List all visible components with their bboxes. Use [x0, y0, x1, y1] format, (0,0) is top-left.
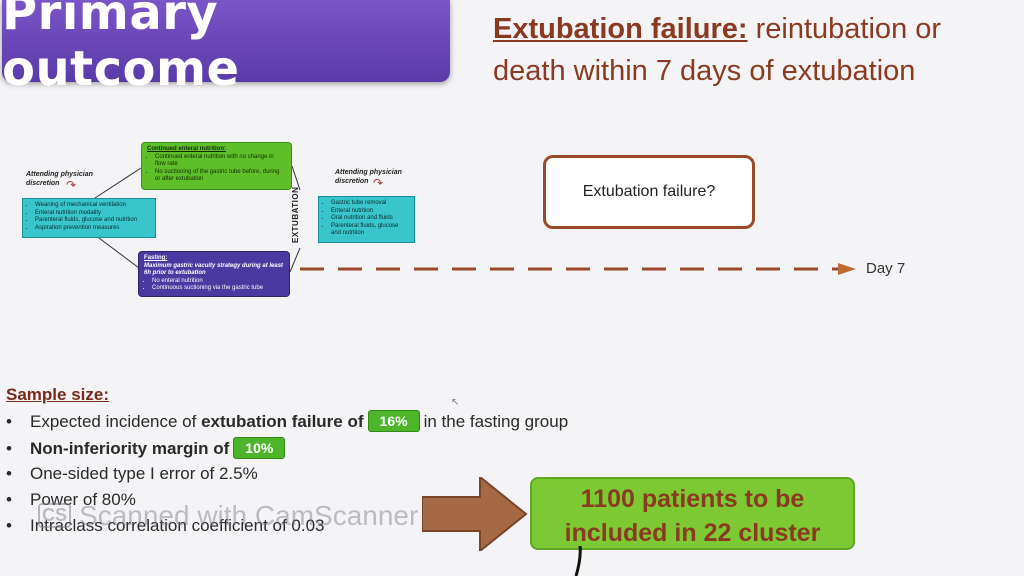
- green-box-item: No suctioning of the gastric tube before…: [155, 169, 286, 184]
- green-box-item: Continued enteral nutrition with no chan…: [155, 154, 286, 169]
- slide-title: Primary outcome: [2, 0, 240, 97]
- curved-arrow-icon: ↷: [66, 178, 77, 192]
- result-line1: 1100 patients to be: [580, 485, 805, 513]
- green-box-head: Continued enteral nutrition:: [147, 146, 226, 152]
- right-box-item: Parenteral fluids, glucose and nutrition: [331, 223, 410, 238]
- day-7-label: Day 7: [866, 260, 906, 277]
- incidence-badge: 16%: [367, 410, 420, 432]
- b5-text: Intraclass correlation coefficient of 0.…: [30, 516, 325, 535]
- definition-term: Extubation failure:: [493, 13, 748, 45]
- b3-text: One-sided type I error of 2.5%: [30, 464, 258, 483]
- sample-size-heading: Sample size:: [6, 385, 109, 404]
- failure-question: Extubation failure?: [582, 183, 716, 200]
- right-box-item: Enteral nutrition: [331, 208, 410, 216]
- pointer-stick: [574, 546, 582, 576]
- bullet-icc: •Intraclass correlation coefficient of 0…: [6, 516, 325, 535]
- definition-line2: death within 7 days of extubation: [493, 55, 916, 87]
- purple-box-item: Continuous suctioning via the gastric tu…: [152, 285, 284, 293]
- left-box-item: Aspiration prevention measures: [35, 225, 151, 233]
- b1-post: in the fasting group: [423, 412, 569, 431]
- attending-right-label: Attending physician discretion: [335, 169, 402, 185]
- outcome-definition: Extubation failure: reintubation or deat…: [493, 8, 1013, 92]
- camscanner-watermark: CS Scanned with CamScanner: [38, 500, 418, 532]
- extubation-label: EXTUBATION: [291, 186, 300, 244]
- right-box-item: Gastric tube removal: [331, 200, 410, 208]
- continued-nutrition-box: Continued enteral nutrition: Continued e…: [141, 142, 292, 190]
- left-cyan-box: Weaning of mechanical ventilation Entera…: [22, 198, 156, 238]
- purple-box-subhead: Maximum gastric vacuity strategy during …: [144, 262, 284, 277]
- definition-line1: reintubation or: [747, 13, 942, 45]
- bullet-incidence: •Expected incidence of extubation failur…: [6, 410, 569, 432]
- curved-arrow-icon: ↷: [373, 176, 384, 190]
- left-box-item: Enteral nutrition modality: [35, 210, 151, 218]
- result-box: 1100 patients to be included in 22 clust…: [530, 477, 855, 550]
- b1-bold: extubation failure of: [201, 412, 364, 431]
- purple-box-item: No enteral nutrition: [152, 278, 284, 286]
- left-box-item: Parenteral fluids, glucose and nutrition: [35, 217, 151, 225]
- b2-bold: Non-inferiority margin of: [30, 439, 230, 458]
- b1-text: Expected incidence of: [30, 412, 202, 431]
- purple-box-head: Fasting:: [144, 255, 168, 261]
- attending-left-label: Attending physician discretion: [26, 171, 93, 187]
- mouse-cursor-icon: ↖: [451, 397, 460, 408]
- title-banner: Primary outcome: [2, 0, 450, 97]
- extubation-failure-box: Extubation failure?: [543, 155, 755, 229]
- watermark-text: Scanned with CamScanner: [79, 500, 419, 531]
- result-line2: included in 22 cluster: [564, 519, 821, 547]
- timeline-arrowhead: [838, 263, 856, 275]
- fasting-box: Fasting: Maximum gastric vacuity strateg…: [138, 251, 290, 297]
- margin-badge: 10%: [233, 437, 286, 459]
- camscanner-logo-icon: CS: [38, 503, 72, 528]
- right-box-item: Oral nutrition and fluids: [331, 215, 410, 223]
- bullet-error: •One-sided type I error of 2.5%: [6, 464, 258, 483]
- left-box-item: Weaning of mechanical ventilation: [35, 202, 151, 210]
- result-arrow-icon: [422, 477, 528, 551]
- right-cyan-box: Gastric tube removal Enteral nutrition O…: [318, 196, 415, 243]
